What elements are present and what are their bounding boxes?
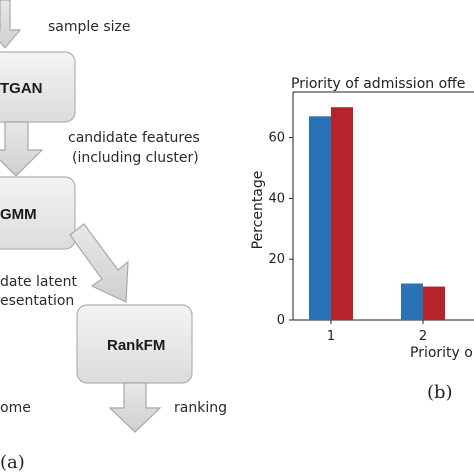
bar <box>309 116 331 320</box>
y-tick-label: 0 <box>277 313 285 328</box>
latent-label: date latent <box>0 274 77 290</box>
x-tick-label: 2 <box>419 329 427 344</box>
bar-chart: Priority of admission offe Percentage Pr… <box>250 76 474 403</box>
y-tick-label: 60 <box>268 131 285 146</box>
including-cluster-label: (including cluster) <box>72 150 199 166</box>
ctgan-label: TGAN <box>0 80 43 97</box>
ranking-arrow <box>108 382 162 433</box>
sample-size-label: sample size <box>48 19 131 35</box>
caption-b: (b) <box>427 382 453 403</box>
chart-plot-area: 0 20 40 60 1 2 <box>268 91 474 344</box>
gmm-node <box>0 176 76 250</box>
y-tick-label: 20 <box>268 252 285 267</box>
bar <box>423 286 445 320</box>
chart-title: Priority of admission offe <box>291 76 465 92</box>
bar <box>401 283 423 320</box>
x-tick-label: 1 <box>327 329 335 344</box>
gmm-label: GMM <box>0 206 37 223</box>
pipeline-diagram: sample size TGAN candidate features (inc… <box>0 0 227 473</box>
input-arrow <box>0 0 22 49</box>
representation-label: esentation <box>0 293 74 309</box>
y-tick-label: 40 <box>268 191 285 206</box>
ctgan-to-gmm-arrow <box>0 121 44 177</box>
gmm-to-rankfm-arrow <box>69 223 129 303</box>
candidate-features-label: candidate features <box>68 130 200 146</box>
outcome-label: ome <box>0 400 31 416</box>
x-axis-label: Priority o <box>410 345 473 361</box>
ctgan-node <box>0 51 76 123</box>
ranking-label: ranking <box>174 400 227 416</box>
y-axis-label: Percentage <box>250 171 266 250</box>
caption-a: (a) <box>0 452 25 473</box>
bar <box>331 107 353 320</box>
rankfm-label: RankFM <box>107 337 165 354</box>
